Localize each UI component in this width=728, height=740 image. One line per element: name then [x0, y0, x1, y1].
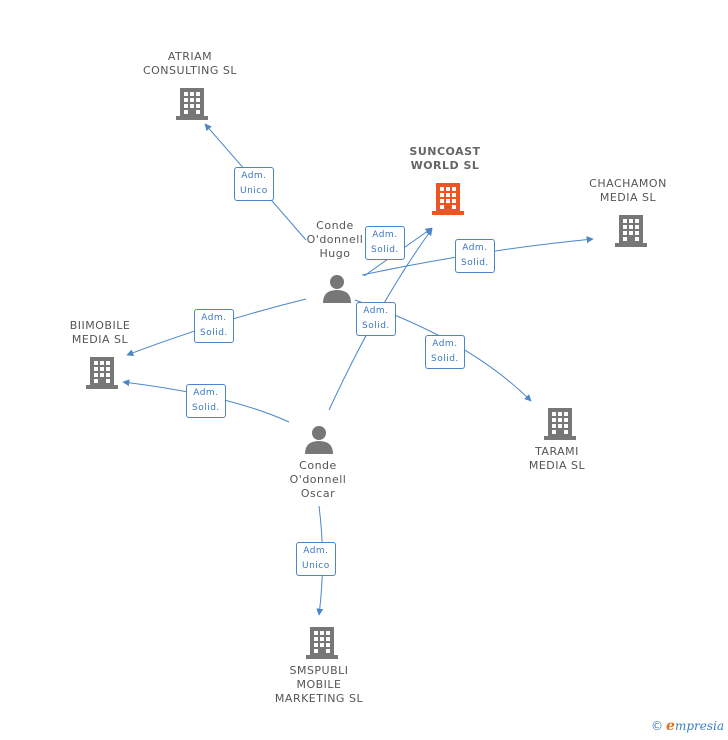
edge-label-line: Adm.	[201, 313, 227, 323]
node-label-atriam: ATRIAM CONSULTING SL	[130, 50, 250, 78]
edge-label-line: Solid.	[192, 403, 220, 413]
label-line: Hugo	[319, 247, 351, 260]
edge-label-line: Solid.	[461, 258, 489, 268]
node-label-biimobile: BIIMOBILE MEDIA SL	[40, 319, 160, 347]
label-line: TARAMI	[535, 445, 579, 458]
edge-label-line: Solid.	[200, 328, 228, 338]
edge-label-line: Solid.	[431, 354, 459, 364]
label-line: CHACHAMON	[589, 177, 667, 190]
edge-label-oscar-smspubli[interactable]: Adm. Unico	[296, 542, 336, 576]
edge-label-oscar-suncoast[interactable]: Adm. Solid.	[356, 302, 396, 336]
label-line: SMSPUBLI	[289, 664, 349, 677]
edge-label-line: Solid.	[362, 321, 390, 331]
edge-label-hugo-suncoast[interactable]: Adm. Solid.	[365, 226, 405, 260]
node-label-hugo: Conde O'donnell Hugo	[275, 219, 395, 261]
building-icon[interactable]	[86, 355, 118, 389]
edge-label-line: Adm.	[363, 306, 389, 316]
footer-brand[interactable]: ©empresia	[651, 718, 724, 734]
edge-label-line: Adm.	[432, 339, 458, 349]
label-line: Conde	[316, 219, 354, 232]
building-icon[interactable]	[306, 625, 338, 659]
node-label-tarami: TARAMI MEDIA SL	[497, 445, 617, 473]
edge-label-line: Adm.	[241, 171, 267, 181]
node-label-suncoast: SUNCOAST WORLD SL	[385, 145, 505, 173]
building-icon[interactable]	[615, 213, 647, 247]
building-icon[interactable]	[432, 181, 464, 215]
edge-label-line: Adm.	[462, 243, 488, 253]
node-label-oscar: Conde O'donnell Oscar	[258, 459, 378, 501]
label-line: MEDIA SL	[528, 459, 586, 472]
label-line: SUNCOAST	[409, 145, 481, 158]
label-line: MEDIA SL	[599, 191, 657, 204]
edge-label-hugo-biimobile[interactable]: Adm. Solid.	[194, 309, 234, 343]
brand-logo-initial: e	[666, 718, 675, 734]
label-line: Oscar	[300, 487, 336, 500]
label-line: CONSULTING SL	[142, 64, 238, 77]
building-icon[interactable]	[176, 86, 208, 120]
person-icon[interactable]	[304, 424, 334, 454]
edge-label-line: Adm.	[303, 546, 329, 556]
label-line: O'donnell	[289, 473, 347, 486]
label-line: WORLD SL	[410, 159, 480, 172]
edge-label-line: Unico	[302, 561, 330, 571]
label-line: O'donnell	[306, 233, 364, 246]
label-line: Conde	[299, 459, 337, 472]
copyright-symbol: ©	[651, 719, 664, 733]
edge-label-hugo-chachamon[interactable]: Adm. Solid.	[455, 239, 495, 273]
label-line: MOBILE	[296, 678, 342, 691]
node-label-smspubli: SMSPUBLI MOBILE MARKETING SL	[259, 664, 379, 706]
edge-label-line: Adm.	[372, 230, 398, 240]
label-line: MARKETING SL	[274, 692, 364, 705]
label-line: BIIMOBILE	[69, 319, 131, 332]
edge-label-hugo-atriam[interactable]: Adm. Unico	[234, 167, 274, 201]
edge-label-line: Adm.	[193, 388, 219, 398]
edge-label-oscar-biimobile[interactable]: Adm. Solid.	[186, 384, 226, 418]
edge-label-hugo-tarami[interactable]: Adm. Solid.	[425, 335, 465, 369]
building-icon[interactable]	[544, 406, 576, 440]
brand-logo-text: mpresia	[674, 719, 724, 733]
label-line: MEDIA SL	[71, 333, 129, 346]
node-label-chachamon: CHACHAMON MEDIA SL	[568, 177, 688, 205]
edge-label-line: Solid.	[371, 245, 399, 255]
person-icon[interactable]	[322, 273, 352, 303]
edge-label-line: Unico	[240, 186, 268, 196]
label-line: ATRIAM	[167, 50, 213, 63]
